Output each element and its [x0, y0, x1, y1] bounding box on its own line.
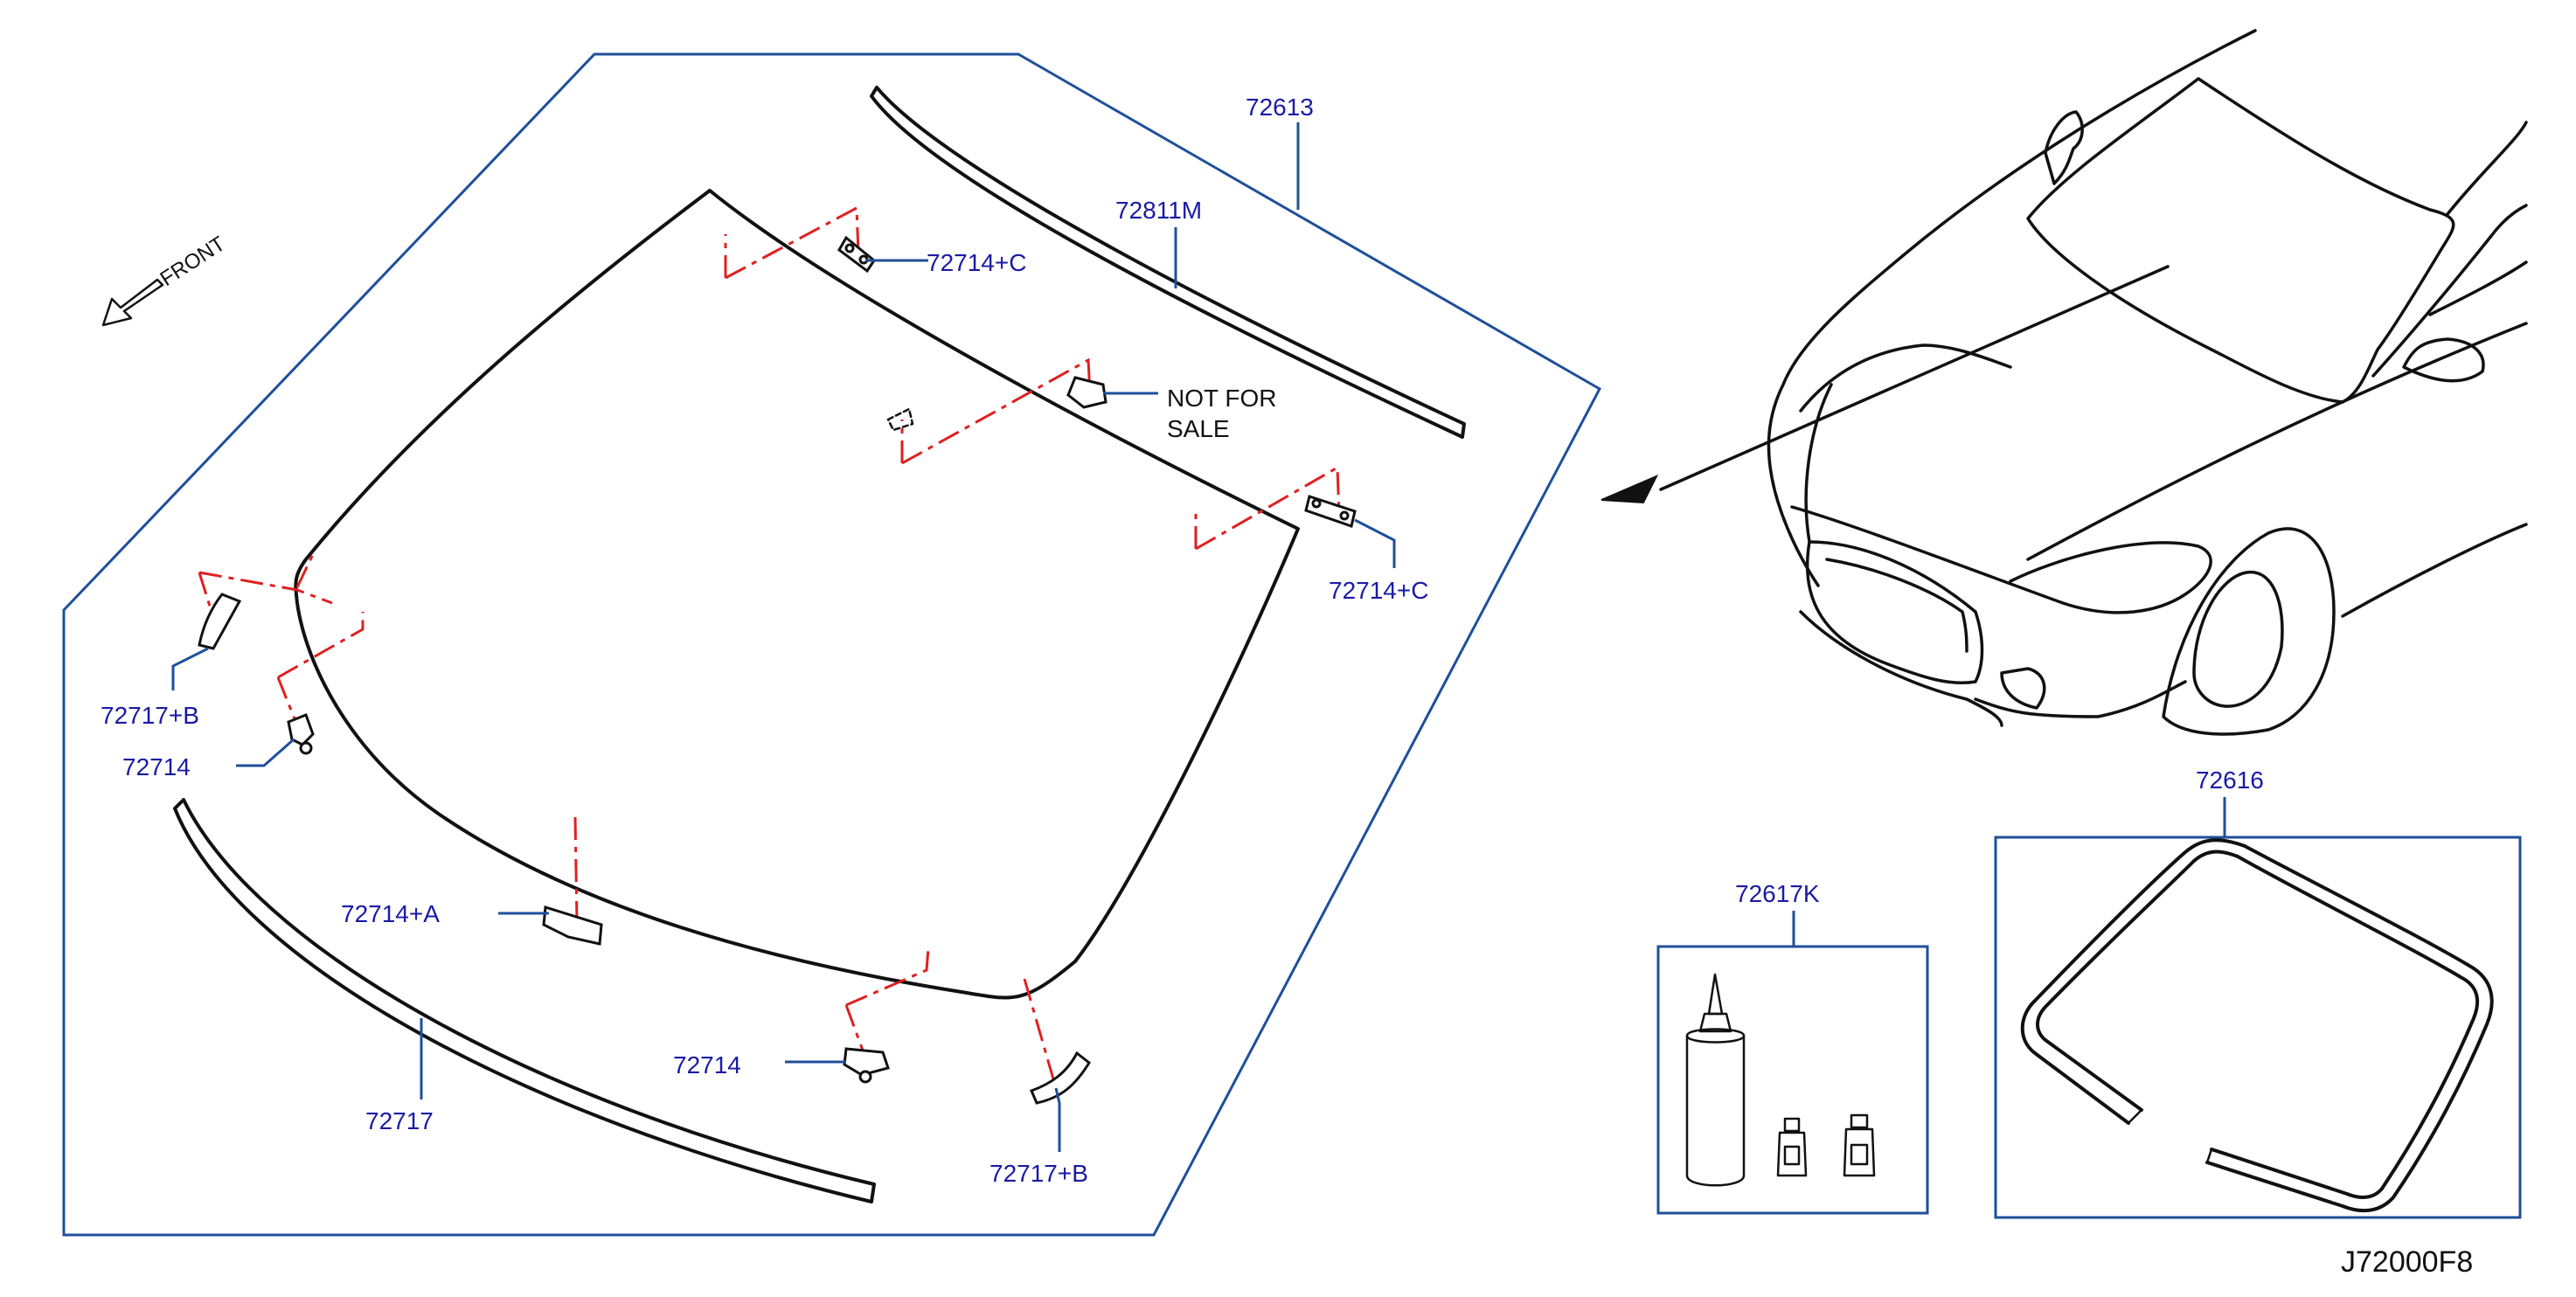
front-arrow-icon: [101, 278, 164, 327]
activator-bottle-icon: [1843, 1113, 1876, 1177]
leader-left-b: [171, 647, 209, 690]
callout-72811m: 72811M: [1115, 197, 1202, 224]
callout-right-b: 72717+B: [989, 1160, 1088, 1187]
guide-left-clip: [276, 612, 365, 726]
clip-left-icon: [287, 713, 315, 755]
guide-sensor: [900, 357, 1092, 465]
guide-bottom-a: [573, 816, 579, 923]
sensor-mount-icon: [1066, 376, 1107, 409]
drawing-code: J72000F8: [2341, 1245, 2473, 1279]
leader-right-b: [1054, 1087, 1061, 1152]
guide-right-b: [1023, 978, 1058, 1089]
not-for-sale-line1: NOT FOR: [1167, 385, 1276, 412]
clip-bottom-icon: [843, 1047, 890, 1084]
windshield-glass: [294, 189, 1300, 1000]
clip-top-c-icon: [837, 235, 877, 274]
not-for-sale-line2: SALE: [1167, 415, 1230, 442]
adhesive-cartridge-icon: [1685, 973, 1746, 1187]
clip-right-c-icon: [1304, 495, 1357, 528]
lower-moulding: [173, 798, 876, 1203]
guide-bottom-clip: [844, 947, 930, 1058]
callout-72617k: 72617K: [1735, 880, 1820, 907]
weatherstrip-part: [2020, 838, 2494, 1213]
fastener-left-b-icon: [198, 593, 242, 650]
sensor-outline-icon: [886, 407, 914, 432]
callout-72717: 72717: [365, 1107, 434, 1134]
primer-bottle-icon: [1776, 1117, 1808, 1177]
weatherstrip-frame: [1994, 836, 2522, 1219]
guide-right-c: [1194, 465, 1341, 551]
callout-left-b: 72717+B: [101, 702, 199, 729]
callout-72616: 72616: [2196, 766, 2264, 794]
callout-left-clip: 72714: [122, 753, 191, 780]
guide-top-c: [724, 205, 860, 280]
adhesive-kit-frame: [1656, 945, 1929, 1215]
callout-top-c: 72714+C: [927, 249, 1026, 276]
callout-72613: 72613: [1246, 94, 1314, 121]
guide-left-b: [198, 550, 333, 613]
car-illustration: [1600, 29, 2528, 736]
front-label: FRONT: [156, 232, 230, 291]
leader-left-clip: [236, 738, 295, 767]
windshield-group-frame: [62, 52, 1602, 1237]
leader-right-c: [1354, 518, 1396, 568]
callout-bottom-clip: 72714: [673, 1051, 741, 1079]
clip-bottom-a-icon: [542, 905, 603, 946]
callout-bottom-a: 72714+A: [341, 900, 440, 927]
upper-moulding: [870, 86, 1466, 439]
fastener-right-b-icon: [1029, 1051, 1091, 1105]
callout-right-c: 72714+C: [1329, 577, 1428, 604]
